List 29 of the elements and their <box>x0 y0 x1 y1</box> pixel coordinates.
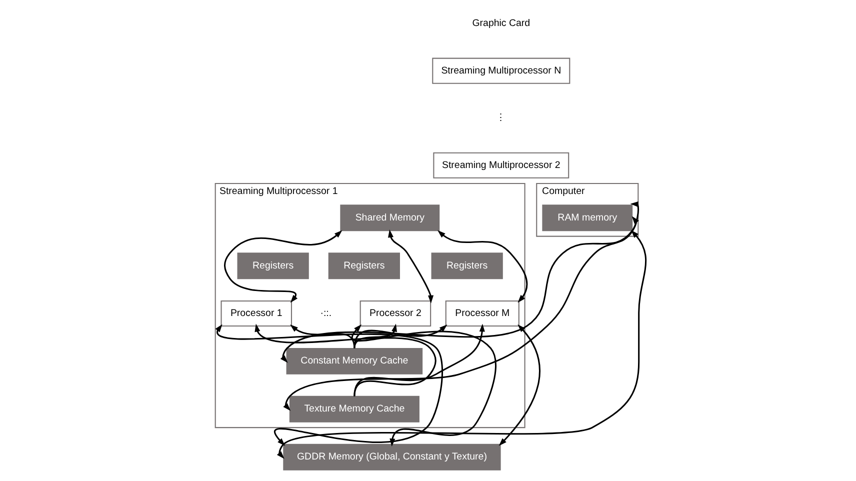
node-box: Texture Memory Cache <box>289 396 420 422</box>
arrow <box>352 324 496 447</box>
arrow <box>276 230 646 459</box>
node-box: GDDR Memory (Global, Constant y Texture) <box>283 444 501 470</box>
label: Graphic Card <box>472 18 530 30</box>
arrow <box>290 324 356 348</box>
arrow <box>280 201 639 363</box>
arrow <box>354 324 485 396</box>
arrow <box>388 230 434 304</box>
arrow <box>254 324 436 396</box>
label: ·::. <box>320 308 332 320</box>
arrow <box>498 324 540 446</box>
node-box: Shared Memory <box>340 204 440 232</box>
label: ⋮ <box>496 112 506 124</box>
arrow <box>215 324 444 446</box>
node-box: Constant Memory Cache <box>286 348 423 374</box>
arrow <box>224 230 342 303</box>
node-box: Streaming Multiprocessor 2 <box>433 152 570 178</box>
node-box: Registers <box>328 252 400 280</box>
node-box: Streaming Multiprocessor N <box>432 58 570 84</box>
node-box: Registers <box>431 252 503 280</box>
arrow <box>283 216 639 411</box>
arrow <box>354 324 448 348</box>
node-box: Registers <box>237 252 309 280</box>
node-box: Processor 1 <box>220 300 292 327</box>
arrow <box>438 230 528 303</box>
node-box: RAM memory <box>542 204 633 232</box>
node-box: Processor M <box>445 300 520 327</box>
node-box: Processor 2 <box>360 300 432 327</box>
